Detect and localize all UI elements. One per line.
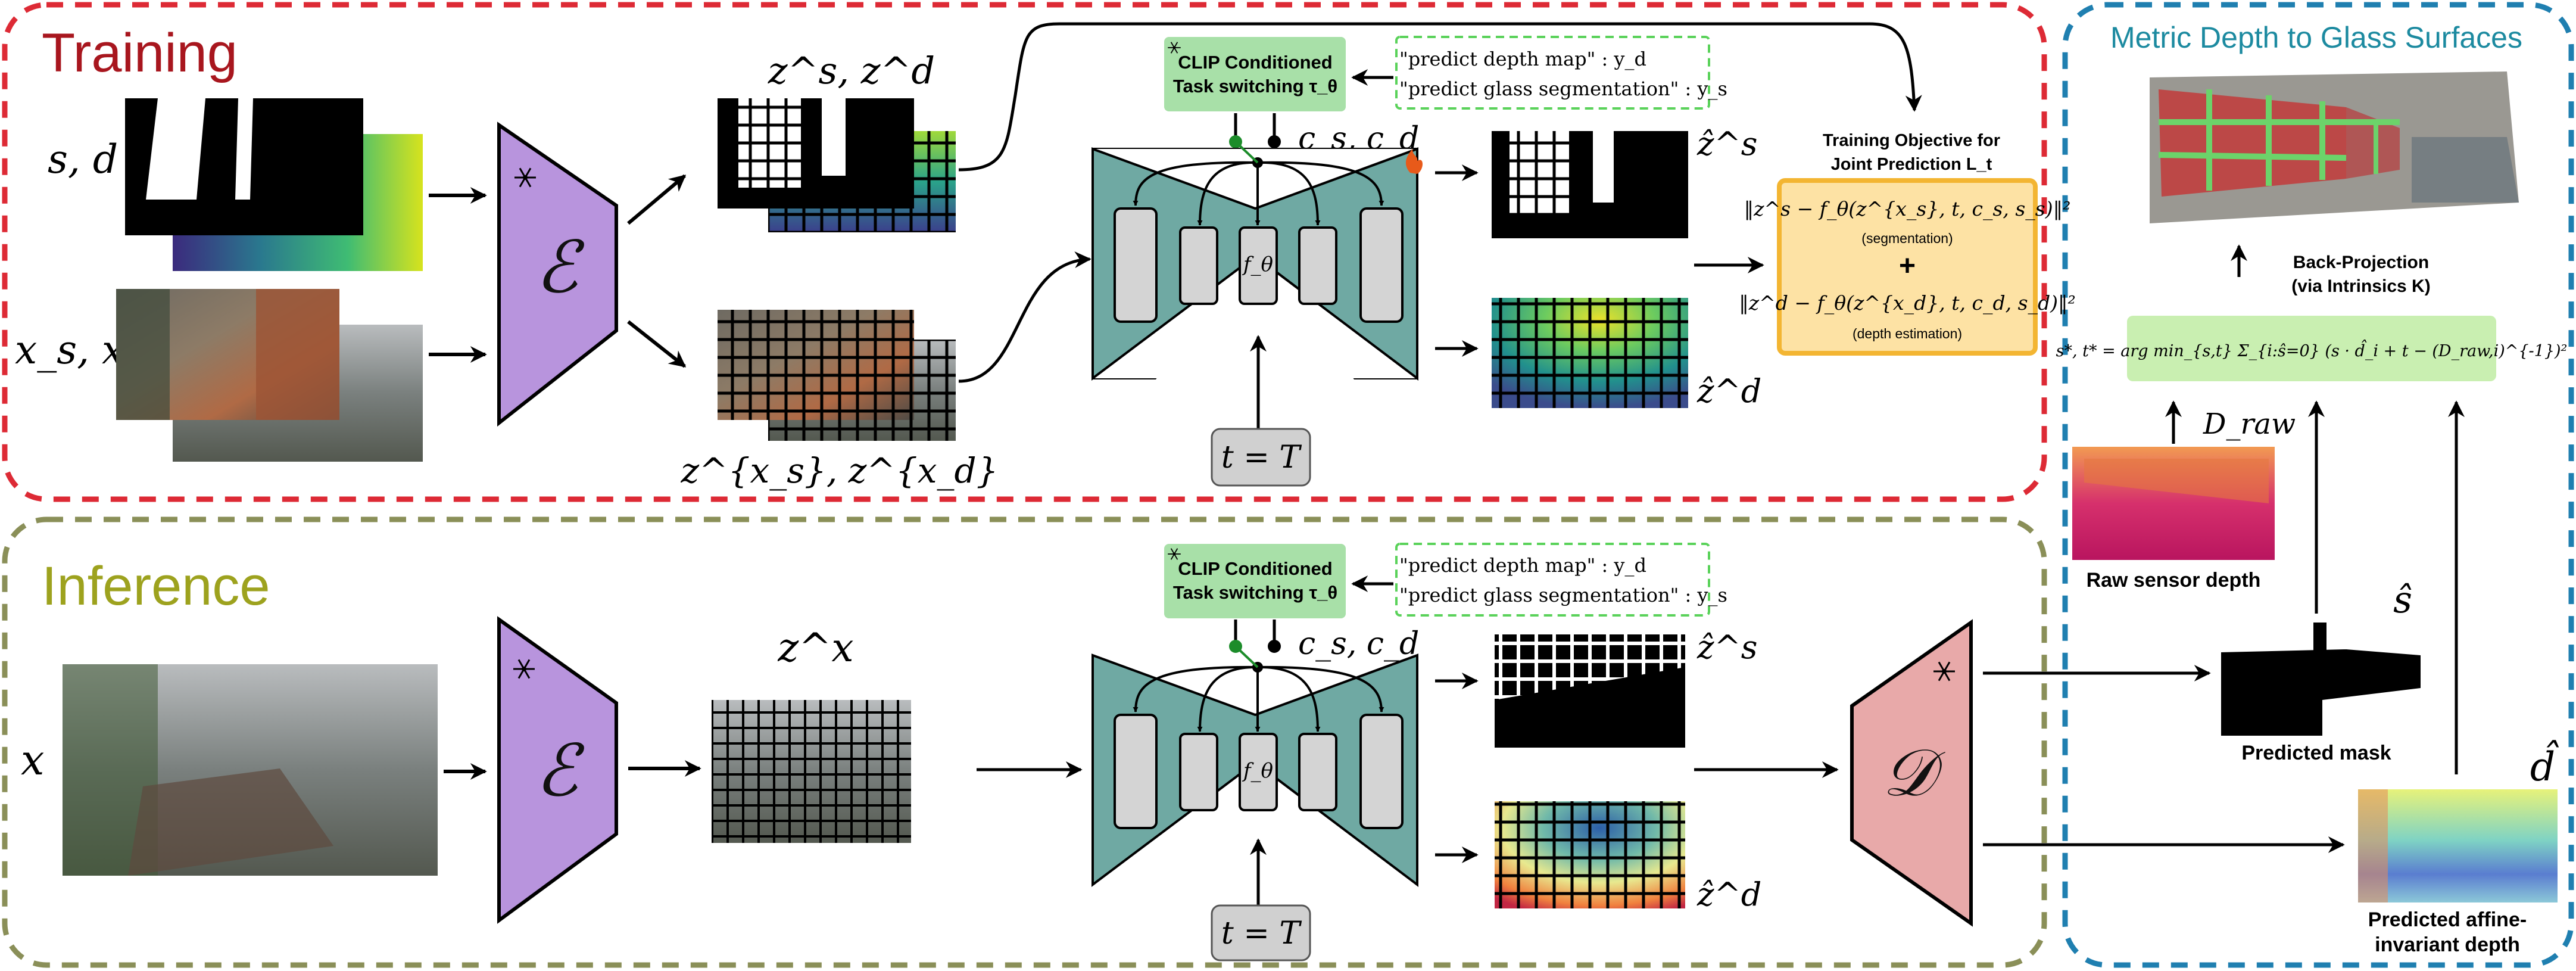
predicted-depth-caption-1: Predicted affine- — [2368, 908, 2527, 931]
encoder-symbol-inference: ℰ — [535, 730, 585, 813]
latent-images-label: z^{x_s}, z^{x_d} — [680, 450, 998, 491]
timestep-label-inference: t = T — [1221, 916, 1302, 951]
encoder-symbol: ℰ — [535, 226, 585, 309]
least-squares-formula: s*, t* = arg min_{s,t} Σ_{i:ŝ=0} (s · d̂… — [2056, 340, 2568, 360]
objective-title-2: Joint Prediction L_t — [1831, 155, 1992, 174]
clip-box-training — [1164, 37, 1346, 111]
raw-depth-label: D_raw — [2203, 407, 2296, 441]
mask-symbol: ŝ — [2393, 578, 2412, 621]
unet-label-inference: f_θ — [1242, 759, 1273, 783]
predicted-depth-image — [2358, 789, 2558, 902]
back-projection-2: (via Intrinsics K) — [2291, 276, 2430, 296]
objective-title-1: Training Objective for — [1823, 131, 2000, 150]
raw-depth-caption: Raw sensor depth — [2087, 569, 2261, 592]
training-title: Training — [42, 23, 238, 83]
encoder-training — [497, 122, 618, 427]
inference-input-label: x — [21, 736, 44, 785]
predicted-mask-caption: Predicted mask — [2241, 742, 2391, 764]
unet-inference — [1091, 653, 1418, 888]
objective-depth-caption: (depth estimation) — [1853, 326, 1962, 341]
fire-icon — [1405, 149, 1423, 174]
prompt-glass-inference: "predict glass segmentation" : y_s — [1399, 584, 1727, 606]
timestep-box-training — [1211, 428, 1311, 487]
depth-symbol: d̂ — [2530, 741, 2559, 790]
latent-seg-depth-label: z^s, z^d — [768, 49, 935, 92]
back-projection-1: Back-Projection — [2293, 253, 2429, 272]
inference-panel — [2, 516, 2047, 968]
prompt-box-training — [1395, 36, 1710, 110]
output-depth-label-inference: ẑ^d — [1696, 876, 1761, 913]
point-cloud-image — [2150, 71, 2519, 223]
output-seg-label: ẑ^s — [1696, 125, 1757, 163]
clip-box-line1: CLIP Conditioned — [1178, 52, 1332, 73]
predicted-depth-caption-2: invariant depth — [2375, 933, 2520, 956]
output-seg-label-inference: ẑ^s — [1696, 628, 1757, 666]
objective-seg-caption: (segmentation) — [1861, 231, 1953, 246]
inference-title: Inference — [42, 556, 270, 617]
prompt-box-inference — [1395, 543, 1710, 617]
clip-box-line2: Task switching τ_θ — [1173, 76, 1337, 97]
timestep-box-inference — [1211, 904, 1311, 961]
prompt-depth: "predict depth map" : y_d — [1399, 48, 1646, 70]
unet-label: f_θ — [1242, 253, 1273, 276]
inference-latent-label: z^x — [777, 625, 853, 671]
input-seg-depth-label: s, d — [48, 136, 118, 182]
objective-seg-formula: ‖z^s − f_θ(z^{x_s}, t, c_s, s_s)‖² — [1744, 197, 2071, 221]
prompt-depth-inference: "predict depth map" : y_d — [1399, 554, 1646, 577]
decoder — [1850, 619, 1973, 927]
objective-plus: + — [1899, 250, 1916, 282]
clip-box-inf-line2: Task switching τ_θ — [1173, 582, 1337, 603]
encoder-inference — [497, 616, 618, 924]
objective-depth-formula: ‖z^d − f_θ(z^{x_d}, t, c_d, s_d)‖² — [1739, 291, 2075, 315]
timestep-label: t = T — [1221, 440, 1302, 475]
conditions-label-inference: c_s, c_d — [1298, 626, 1419, 662]
metric-title: Metric Depth to Glass Surfaces — [2110, 21, 2522, 54]
objective-box — [1777, 178, 2038, 356]
prompt-glass: "predict glass segmentation" : y_s — [1399, 77, 1727, 100]
output-depth-label: ẑ^d — [1696, 372, 1761, 410]
metric-panel — [2062, 2, 2574, 968]
clip-box-inf-line1: CLIP Conditioned — [1178, 558, 1332, 579]
least-squares-box — [2127, 316, 2496, 381]
training-panel — [2, 2, 2047, 502]
clip-box-inference — [1164, 544, 1346, 618]
